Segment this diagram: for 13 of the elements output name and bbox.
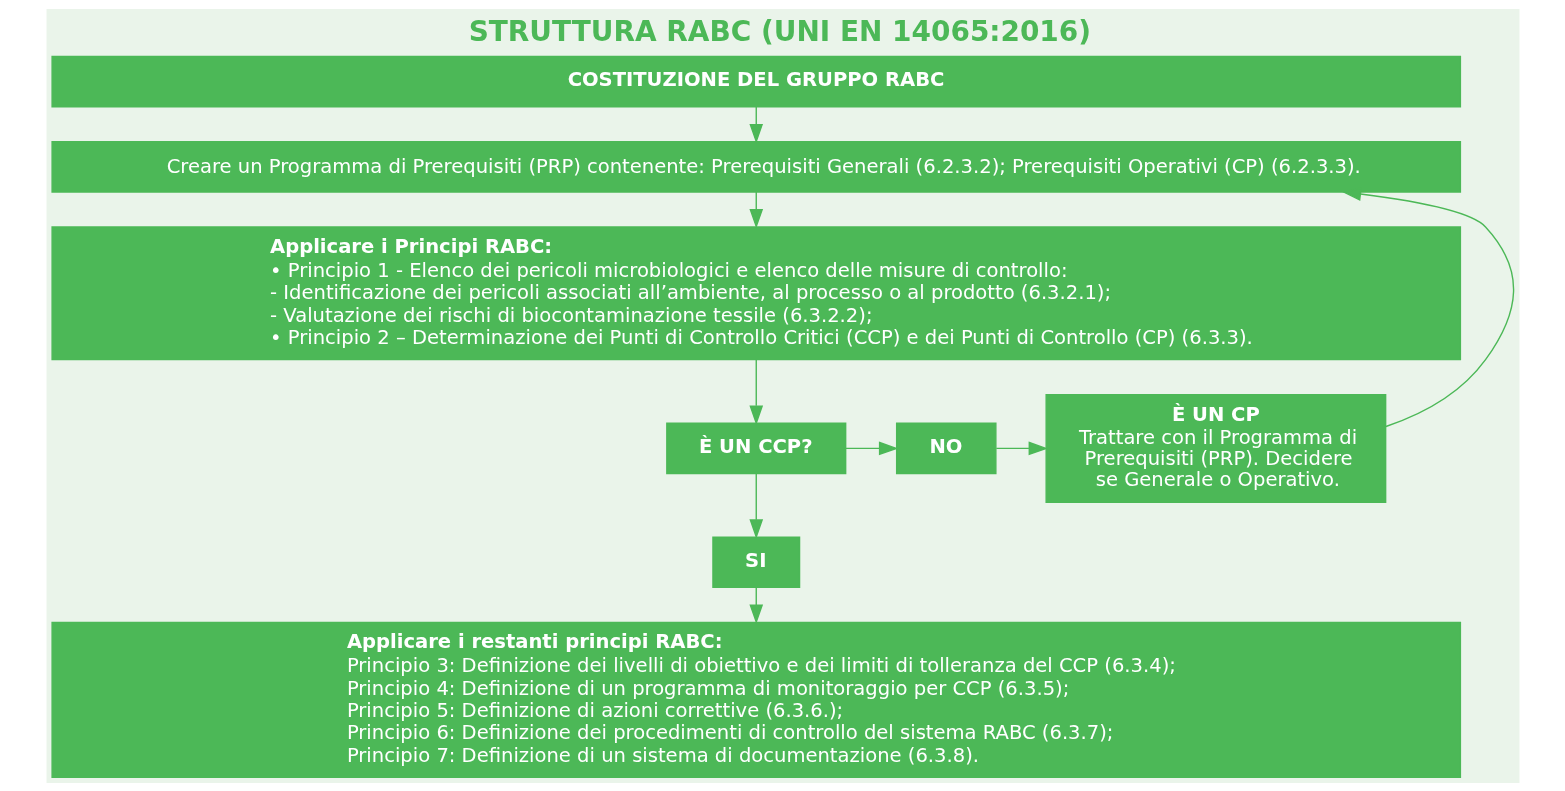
arrow xyxy=(995,441,1048,455)
arrow xyxy=(748,472,763,539)
arrow xyxy=(748,358,763,425)
node-box: È UN CCP? xyxy=(665,422,846,474)
node-box: Applicare i restanti principi RABC: Principio 3: Definizione dei livelli di obiettivo e dei limiti di tolleranza del CCP (6.3.4); Principio 4: Definizione di un programma di monitoraggio per CCP (6.3.5); Principio 5: Definizione di azioni correttive (6.3.6.); Principio 6: Definizione dei procedimenti di controllo del sistema RABC (6.3.7); Principio 7: Definizione di un sistema di documentazione (6.3.8). xyxy=(50,621,1461,778)
node-box: Applicare i Principi RABC: • Principio 1 - Elenco dei pericoli microbiologici e elenco delle misure di controllo: - Identificazione dei pericoli associati all’ambiente, al processo o al prodotto (6.3.2.1); - Valutazione dei rischi di biocontaminazione tessile (6.3.2.2); • Principio 2 – Determinazione dei Punti di Controllo Critici (CCP) e dei Punti di Controllo (CP) (6.3.3). xyxy=(50,225,1461,360)
node-box: SI xyxy=(711,535,800,588)
node-box: COSTITUZIONE DEL GRUPPO RABC xyxy=(50,55,1461,107)
node-box: NO xyxy=(895,422,997,474)
arrow xyxy=(844,441,898,455)
node-box: È UN CP Trattare con il Programma di Prerequisiti (PRP). Decidere se Generale o Operativo. xyxy=(1044,393,1386,503)
diagram-title: STRUTTURA RABC (UNI EN 14065:2016) xyxy=(468,14,1091,48)
node-box: Creare un Programma di Prerequisiti (PRP) contenente: Prerequisiti Generali (6.2.3.2); Prerequisiti Operativi (CP) (6.2.3.3). xyxy=(50,140,1461,193)
